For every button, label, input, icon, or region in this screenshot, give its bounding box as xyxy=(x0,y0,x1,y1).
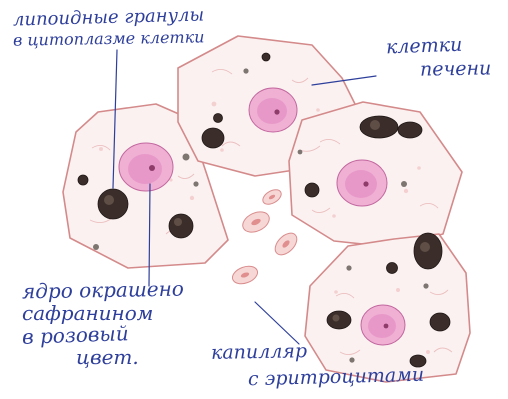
erythrocytes xyxy=(230,187,301,287)
nucleus-right xyxy=(337,160,387,206)
label-nucleus-line4: цвет. xyxy=(76,347,139,367)
label-nucleus-line3: в розовый xyxy=(22,323,129,347)
label-nucleus-line1: ядро окрашено xyxy=(22,279,184,302)
label-liver-cells-line2: печени xyxy=(420,59,492,79)
label-capillary-line1: капилляр xyxy=(211,342,307,363)
label-lipid-granules-line1: липоидные гранулы xyxy=(13,7,205,30)
pointer-capillary xyxy=(255,302,299,344)
nucleus-left xyxy=(119,143,173,191)
label-nucleus-line2: сафранином xyxy=(22,303,153,323)
label-liver-cells-line1: клетки xyxy=(386,36,463,58)
nucleus-top xyxy=(249,88,297,132)
label-lipid-granules-line2: в цитоплазме клетки xyxy=(13,29,205,48)
nucleus-bottom xyxy=(361,305,405,345)
label-capillary-line2: с эритроцитами xyxy=(248,366,425,390)
